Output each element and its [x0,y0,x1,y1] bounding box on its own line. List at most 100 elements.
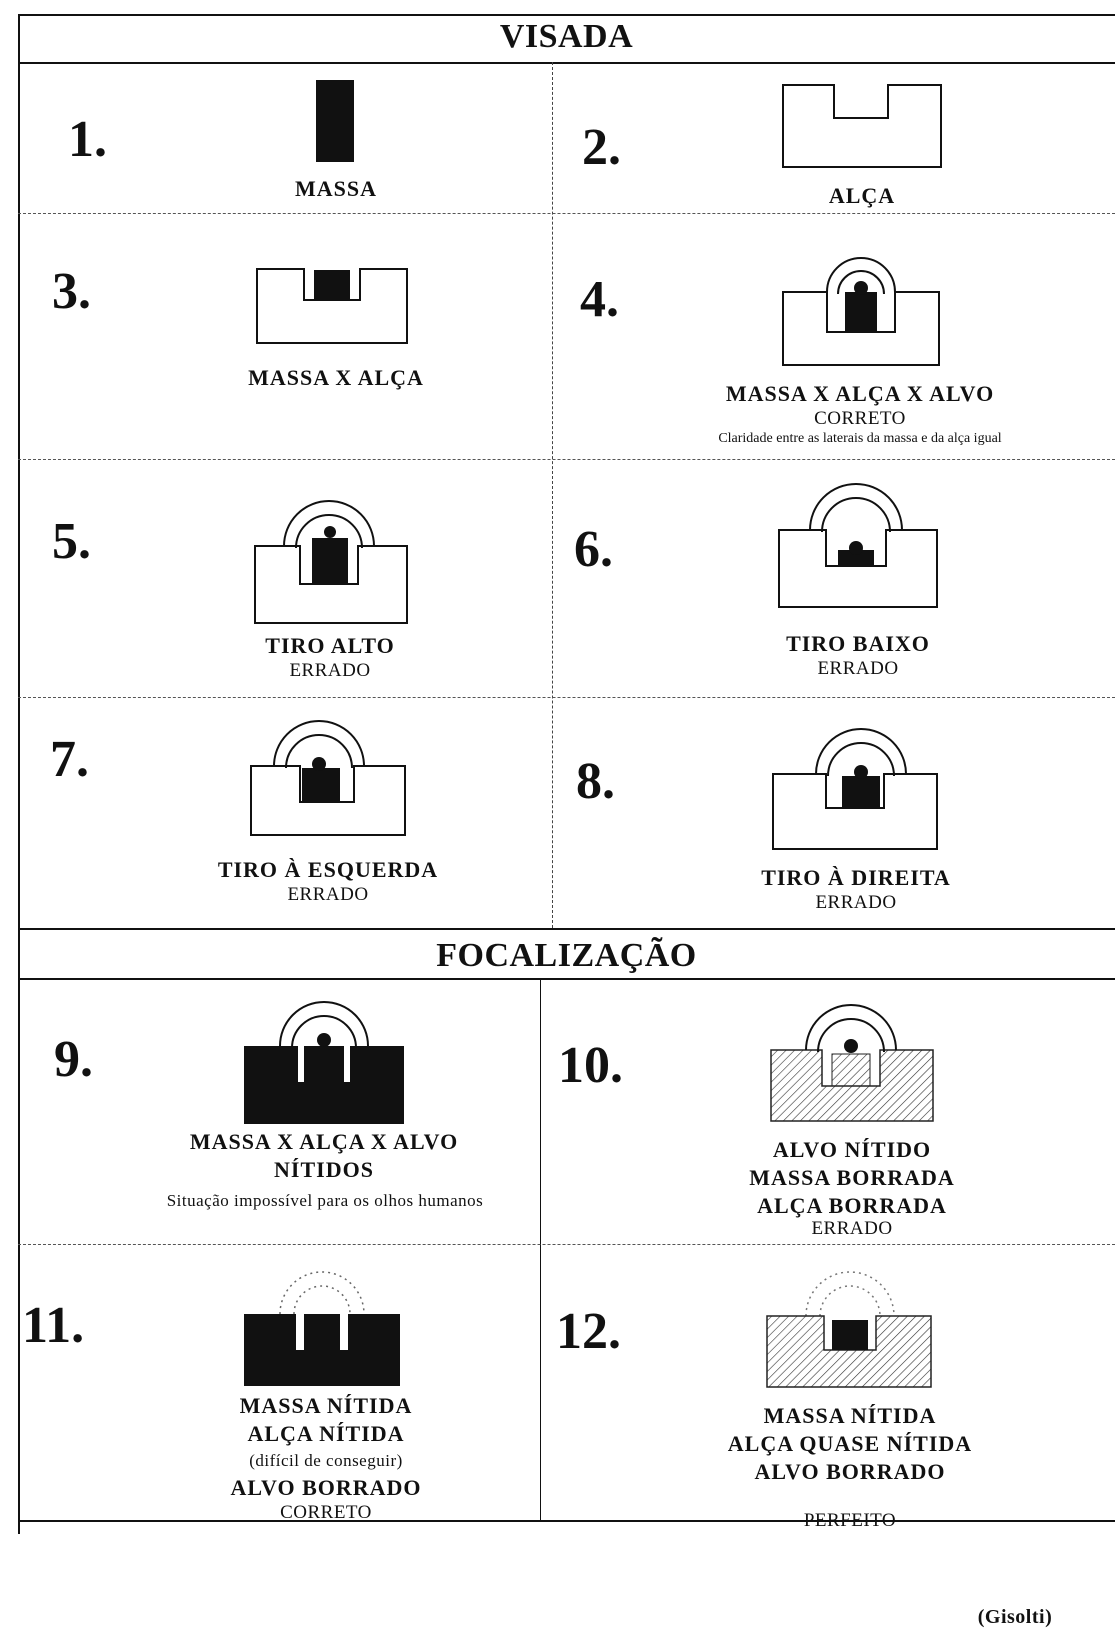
alvo-inner-ring [295,514,363,549]
row-divider-3 [18,697,1115,698]
alvo-outer-ring [283,500,375,547]
item-caption-4: MASSA X ALÇA X ALVO [725,381,995,406]
massa-post [304,1314,340,1386]
massa-post [832,1320,868,1350]
item-caption-8: TIRO À DIREITA [761,865,951,890]
tiro-baixo-diagram [778,483,938,608]
alvo-outer-ring [815,728,907,775]
item-status-6: ERRADO [817,658,899,679]
item-caption-2: ALÇA [828,183,896,208]
item-number-12: 12. [556,1303,621,1360]
item-caption-10c: ALÇA BORRADA [757,1193,947,1218]
massa-alca-nitidas-diagram [244,1271,400,1386]
alvo-bull [312,757,326,771]
tiro-alto-diagram [254,500,408,624]
item-caption-9b: NÍTIDOS [274,1157,374,1182]
focalizacao-title-rule [18,978,1115,980]
visada-title: VISADA [499,18,634,55]
massa-post [838,550,874,566]
item-number-11: 11. [22,1297,85,1354]
item-note-9: Situação impossível para os olhos humano… [166,1191,484,1210]
credit-note: (Gisolti) [977,1606,1053,1628]
alvo-inner-ring [821,497,891,533]
item-status-8: ERRADO [815,892,897,913]
alca-outline [254,545,408,624]
alvo-outer-ring [826,257,896,293]
item-number-1: 1. [68,111,107,168]
alvo-outer-ring [279,1001,369,1047]
item-caption-6: TIRO BAIXO [786,631,930,656]
alvo-bull [324,526,336,538]
item-note-4: Claridade entre as laterais da massa e d… [718,431,1002,446]
item-number-4: 4. [580,271,619,328]
item-caption-3: MASSA X ALÇA [248,365,424,390]
alvo-inner-ring [291,1015,357,1049]
row-divider-2 [18,459,1115,460]
item-caption-12c: ALVO BORRADO [754,1459,946,1484]
alvo-outer-ring [805,1004,897,1051]
item-status-12: PERFEITO [803,1510,897,1531]
item-caption-11c: ALVO BORRADO [230,1475,422,1500]
item-paren-11: (difícil de conseguir) [249,1451,403,1470]
tiro-esquerda-diagram [250,720,406,836]
item-caption-1: MASSA [294,176,377,201]
item-caption-10a: ALVO NÍTIDO [772,1137,932,1162]
alvo-inner-ring [837,270,885,295]
massa-blurred [831,1053,871,1087]
massa-post [842,776,880,808]
perfeito-diagram [766,1271,932,1388]
alvo-nitido-diagram [770,1004,934,1122]
alca-outline [772,773,938,850]
item-caption-12a: MASSA NÍTIDA [763,1403,937,1428]
alvo-inner-ring [285,734,353,769]
item-number-10: 10. [558,1037,623,1094]
focalizacao-title: FOCALIZAÇÃO [436,937,697,974]
alvo-blurred-inner [819,1285,881,1317]
alca-outline [778,529,938,608]
item-status-4: CORRETO [814,408,906,429]
item-caption-11a: MASSA NÍTIDA [239,1393,413,1418]
alvo-bull [844,1039,858,1053]
focalizacao-center-divider [540,978,541,1520]
item-number-9: 9. [54,1031,93,1088]
alca-blurred [770,1049,934,1122]
alvo-blurred-outer [279,1271,365,1315]
alca-gap-right [340,1314,346,1350]
massa-x-alca-x-alvo-correto-diagram [782,257,940,366]
item-number-8: 8. [576,753,615,810]
massa-post [312,538,348,584]
alvo-inner-ring [827,742,895,777]
tiro-direita-diagram [772,728,938,850]
visada-center-divider [552,62,553,928]
item-number-3: 3. [52,263,91,320]
alvo-outer-ring [273,720,365,767]
alvo-bull [849,541,863,555]
item-number-6: 6. [574,521,613,578]
visada-title-rule [18,62,1115,64]
item-number-5: 5. [52,513,91,570]
left-border [18,14,20,1534]
bottom-rule [18,1520,1115,1522]
item-caption-5: TIRO ALTO [265,633,395,658]
alvo-outer-ring [809,483,903,531]
massa-post [314,270,350,300]
alca-gap-left [298,1314,304,1350]
alvo-bull [854,765,868,779]
top-border [18,14,1115,16]
alca-gap-right [344,1046,350,1082]
massa-diagram [316,80,354,162]
focalizacao-top-rule [18,928,1115,930]
alca-gap-left [298,1046,304,1082]
alca-outline [782,84,942,168]
nitidos-diagram [244,1001,404,1124]
alca-semi-sharp [766,1315,932,1388]
alvo-blurred-inner [293,1285,351,1315]
item-status-11: CORRETO [280,1502,372,1523]
alvo-bull [854,281,868,295]
massa-post [316,80,354,162]
alca-diagram [782,84,942,168]
alca-outline [256,268,408,344]
row-divider-1 [18,213,1115,214]
item-caption-11b: ALÇA NÍTIDA [247,1421,405,1446]
item-number-2: 2. [582,119,621,176]
